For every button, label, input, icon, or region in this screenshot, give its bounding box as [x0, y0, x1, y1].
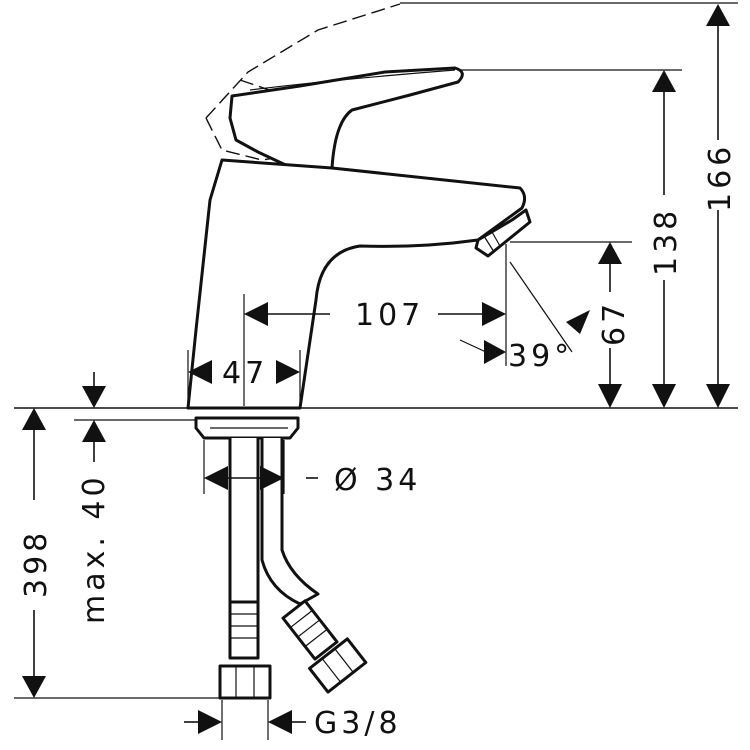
dim-spout-angle: 39°: [459, 310, 590, 374]
dim-connection: G3/8: [184, 706, 402, 741]
dim-overall-below: 398: [19, 408, 54, 698]
label-g3-8: G3/8: [314, 706, 402, 741]
dim-base-width: 47: [188, 356, 300, 391]
dim-hose-diameter: Ø 34: [204, 463, 421, 498]
left-hose-fitting: [218, 600, 272, 700]
right-hose: [260, 438, 320, 606]
dim-max-thickness: max. 40: [77, 372, 112, 624]
label-47: 47: [222, 356, 268, 391]
right-hose-fitting: [281, 599, 368, 694]
dim-total-height: 166: [703, 4, 738, 408]
label-166: 166: [703, 143, 738, 212]
label-diameter-34: Ø 34: [334, 463, 421, 498]
faucet-body: [186, 158, 527, 410]
label-138: 138: [649, 207, 684, 276]
aerator-ring-2: [491, 231, 501, 247]
dim-lever-height: 138: [649, 70, 684, 408]
label-67: 67: [597, 300, 632, 346]
lever-handle: [228, 66, 464, 170]
lever-seam: [249, 69, 456, 91]
left-hose: [228, 438, 260, 604]
dim-spout-height: 67: [597, 242, 632, 408]
angle-line: [509, 261, 573, 353]
label-107: 107: [355, 298, 424, 333]
dim-spout-reach: 107: [244, 298, 506, 333]
aerator-ring: [483, 235, 495, 253]
label-39-deg: 39°: [508, 339, 573, 374]
label-398: 398: [19, 529, 54, 598]
label-max-40: max. 40: [77, 473, 112, 624]
